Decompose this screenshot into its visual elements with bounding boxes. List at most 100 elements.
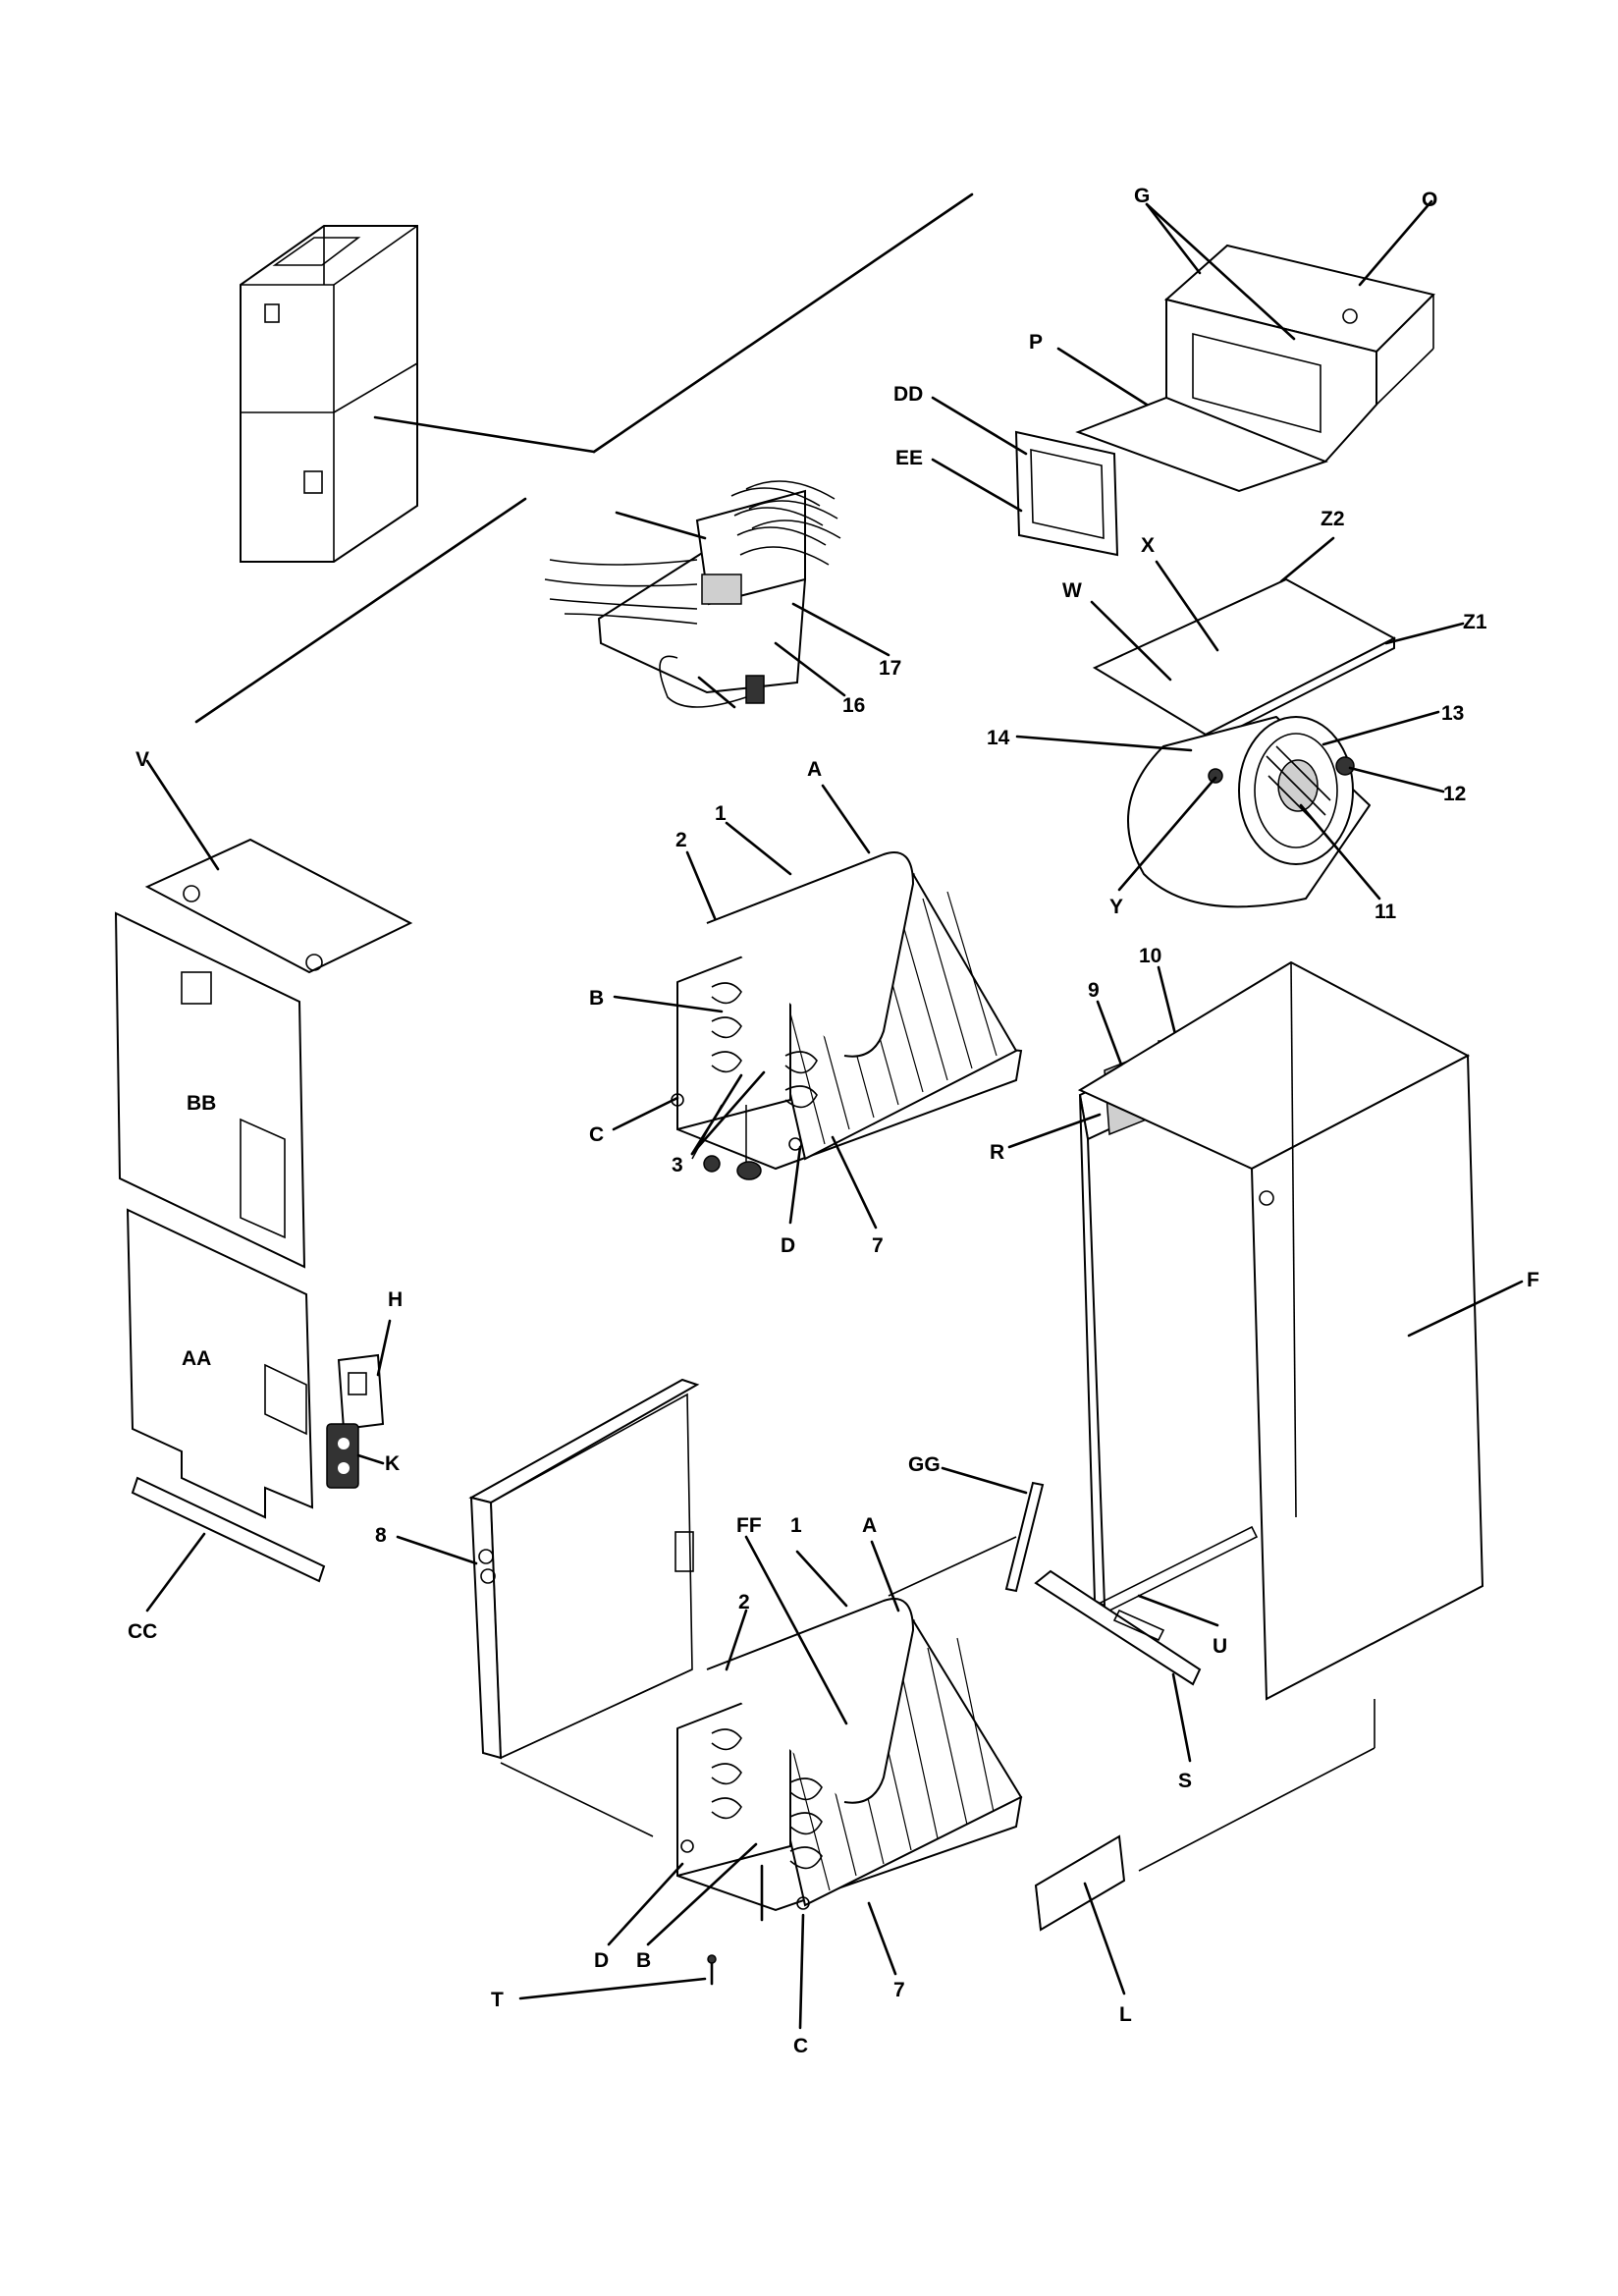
lower-evaporator-coil (676, 1598, 1023, 1922)
filter-panel (1014, 430, 1119, 557)
leader-g-2 (1145, 202, 1296, 341)
label-ff: FF (736, 1514, 762, 1537)
label-y: Y (1109, 896, 1123, 918)
label-l: L (1119, 2003, 1132, 2026)
label-u: U (1213, 1635, 1227, 1658)
label-dd: DD (893, 383, 923, 406)
bracket-s (1034, 1569, 1202, 1686)
leader-d1 (788, 1145, 802, 1225)
upper-access-panel (114, 911, 306, 1269)
screw-t (707, 1954, 717, 1986)
blower-assembly (1092, 577, 1397, 908)
part-labels: G O P DD EE Z2 Z1 X W 13 12 11 14 Y 17 1… (128, 185, 1539, 2057)
label-8: 8 (375, 1524, 387, 1547)
leader-w (1090, 600, 1172, 682)
label-gg: GG (908, 1453, 941, 1476)
leader-x (1155, 560, 1219, 652)
leader-k (356, 1453, 385, 1465)
leader-b2 (646, 1842, 758, 1946)
label-1b: 1 (790, 1514, 802, 1537)
leader-z1 (1384, 622, 1465, 645)
label-cc: CC (128, 1620, 157, 1643)
leader-16 (774, 641, 846, 697)
leader-c2 (798, 1913, 805, 2030)
leader-8 (396, 1535, 478, 1565)
leader-d2 (607, 1862, 684, 1946)
label-z2: Z2 (1321, 508, 1345, 530)
leader-y (1117, 776, 1217, 892)
breaker-k (326, 1423, 359, 1489)
label-w: W (1062, 579, 1082, 602)
bracket-l (1034, 1834, 1126, 1932)
assembled-air-handler (240, 225, 418, 563)
label-bb: BB (187, 1092, 216, 1115)
label-17: 17 (879, 657, 901, 680)
leader-11 (1299, 803, 1381, 901)
assembly-line-3 (1138, 1747, 1375, 1872)
label-f: F (1527, 1269, 1539, 1291)
label-s: S (1178, 1770, 1192, 1792)
label-v: V (135, 748, 149, 771)
label-7a: 7 (872, 1234, 884, 1257)
leader-a2 (870, 1540, 900, 1613)
label-x: X (1141, 534, 1155, 557)
leader-u (1137, 1594, 1219, 1627)
leader-2a (685, 850, 717, 920)
upper-evaporator-coil (671, 851, 1023, 1180)
bracket-cc (131, 1476, 326, 1583)
lower-access-panel (126, 1208, 314, 1519)
label-9: 9 (1088, 979, 1100, 1002)
label-g: G (1134, 185, 1150, 207)
label-c1: C (589, 1123, 604, 1146)
leader-g-1 (1145, 202, 1202, 275)
label-z1: Z1 (1463, 611, 1487, 633)
blower-deck (1075, 244, 1435, 493)
label-2a: 2 (675, 829, 687, 851)
leader-z2 (1279, 536, 1335, 583)
leader-l (1083, 1882, 1126, 1995)
leader-1b (795, 1550, 848, 1608)
leader-assembled (373, 415, 596, 454)
leader-h (376, 1319, 392, 1377)
label-b1: B (589, 987, 604, 1010)
electric-heater-kit (544, 480, 841, 708)
leader-gg (941, 1466, 1028, 1495)
leader-ff (744, 1535, 848, 1725)
leader-dd (931, 396, 1028, 456)
door-frame (468, 1378, 700, 1760)
leader-14 (1015, 735, 1193, 752)
assembly-line-1 (500, 1762, 654, 1837)
label-13: 13 (1441, 702, 1464, 725)
leader-3-2 (690, 1070, 766, 1156)
leader-12 (1348, 766, 1445, 793)
label-d1: D (781, 1234, 795, 1257)
label-ee: EE (895, 447, 923, 469)
leader-9 (1096, 1000, 1126, 1074)
label-10: 10 (1139, 945, 1161, 967)
cabinet-f (1077, 960, 1484, 1701)
leader-3-1 (690, 1073, 743, 1156)
leader-p (1056, 347, 1149, 407)
label-r: R (990, 1141, 1004, 1164)
label-p: P (1029, 331, 1043, 354)
leader-heater-top (615, 511, 707, 540)
leader-c1 (612, 1096, 679, 1131)
leader-s (1171, 1672, 1192, 1763)
label-h: H (388, 1288, 403, 1311)
label-b2: B (636, 1949, 651, 1972)
label-14: 14 (987, 727, 1010, 749)
label-a2: A (862, 1514, 877, 1537)
label-11: 11 (1375, 901, 1397, 923)
label-12: 12 (1443, 783, 1466, 805)
leader-7b (867, 1901, 897, 1976)
leader-2b (725, 1609, 748, 1671)
label-7b: 7 (893, 1979, 905, 2001)
label-a1: A (807, 758, 822, 781)
label-d2: D (594, 1949, 609, 1972)
leader-r (1007, 1113, 1102, 1149)
leader-f (1407, 1280, 1524, 1338)
leader-17 (791, 602, 890, 657)
breaker-h (337, 1353, 385, 1431)
label-o: O (1422, 189, 1437, 211)
